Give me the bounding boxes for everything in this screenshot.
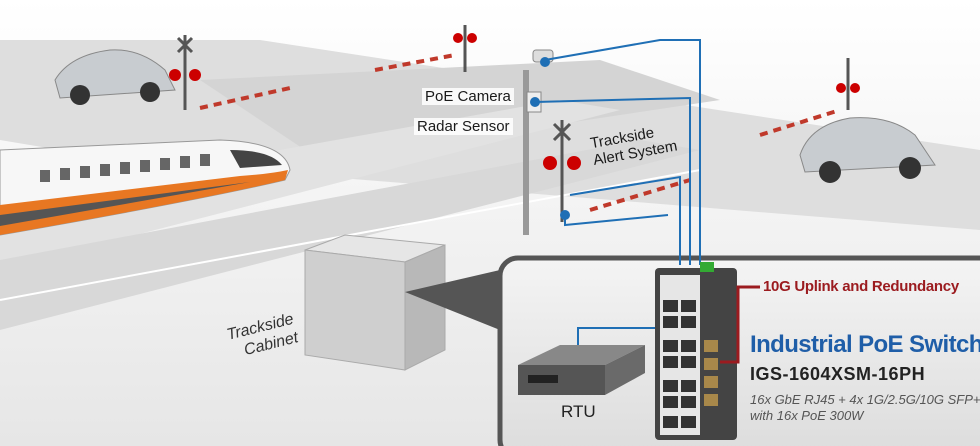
rtu-device: [518, 345, 645, 395]
uplink-pointer: [720, 285, 760, 364]
product-title: Industrial PoE Switch: [750, 331, 980, 358]
uplink-label: 10G Uplink and Redundancy: [763, 278, 959, 295]
product-model: IGS-1604XSM-16PH: [750, 364, 926, 384]
poe-camera-label: PoE Camera: [422, 88, 514, 105]
switch-callout-panel: [405, 255, 980, 446]
radar-sensor-label: Radar Sensor: [414, 118, 513, 135]
car-left: [54, 49, 176, 105]
crossing-barriers: [199, 53, 841, 212]
product-desc-line1: 16x GbE RJ45 + 4x 1G/2.5G/10G SFP+: [750, 392, 980, 407]
trackside-cabinet: [304, 234, 446, 371]
car-right: [799, 117, 936, 183]
high-speed-train: [0, 139, 291, 236]
industrial-poe-switch: [655, 262, 737, 440]
crossing-signals: [169, 25, 860, 222]
rtu-label: RTU: [561, 402, 596, 421]
product-desc-line2: with 16x PoE 300W: [750, 408, 864, 423]
network-links: [530, 39, 701, 352]
